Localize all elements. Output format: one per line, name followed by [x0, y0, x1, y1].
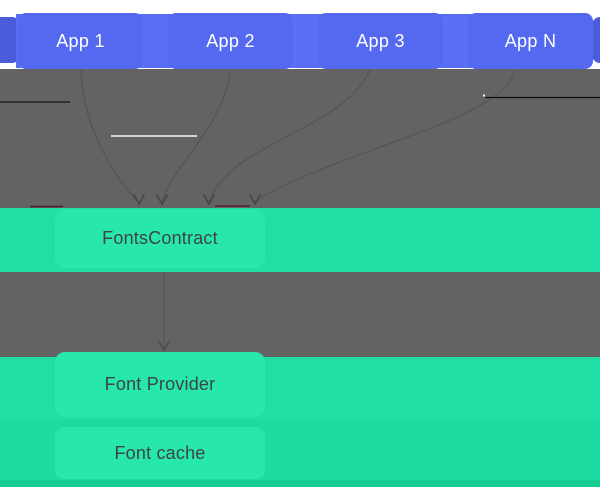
partial-app-box-right [592, 17, 600, 63]
app-box-n: App N [468, 13, 593, 69]
app-label-3: App 3 [356, 30, 405, 51]
arrowhead-3 [203, 194, 215, 206]
arrowhead-2 [156, 194, 168, 206]
app-box-2: App 2 [168, 13, 293, 69]
arrow-appn [254, 69, 516, 203]
arrowhead-4 [249, 194, 261, 206]
font-cache-label: Font cache [114, 442, 206, 463]
app-row: App 1 App 2 App 3 App N [0, 0, 600, 70]
font-provider-label: Font Provider [104, 374, 216, 394]
connector-band [0, 272, 600, 357]
arrow-app1 [80, 69, 139, 203]
fonts-contract-label: FontsContract [102, 228, 218, 248]
font-cache-box: Font cache [55, 427, 265, 479]
connector-arrow-svg [158, 272, 170, 352]
arrowhead-1 [133, 194, 145, 206]
bottom-edge-strip [0, 480, 600, 487]
app-label-n: App N [504, 30, 557, 51]
fonts-contract-box: FontsContract [55, 209, 265, 268]
connector-arrowhead [158, 341, 170, 352]
font-provider-box: Font Provider [55, 352, 265, 417]
app-box-1: App 1 [18, 13, 143, 69]
app-label-1: App 1 [56, 30, 105, 51]
arrow-funnel-band [0, 69, 600, 208]
artifact-white-dot [483, 94, 485, 97]
funnel-arrows-svg [0, 69, 600, 208]
app-box-3: App 3 [318, 13, 443, 69]
arrow-app2 [161, 69, 231, 203]
partial-app-box-left [0, 17, 20, 63]
app-label-2: App 2 [206, 30, 255, 51]
arrow-app3 [208, 69, 371, 203]
